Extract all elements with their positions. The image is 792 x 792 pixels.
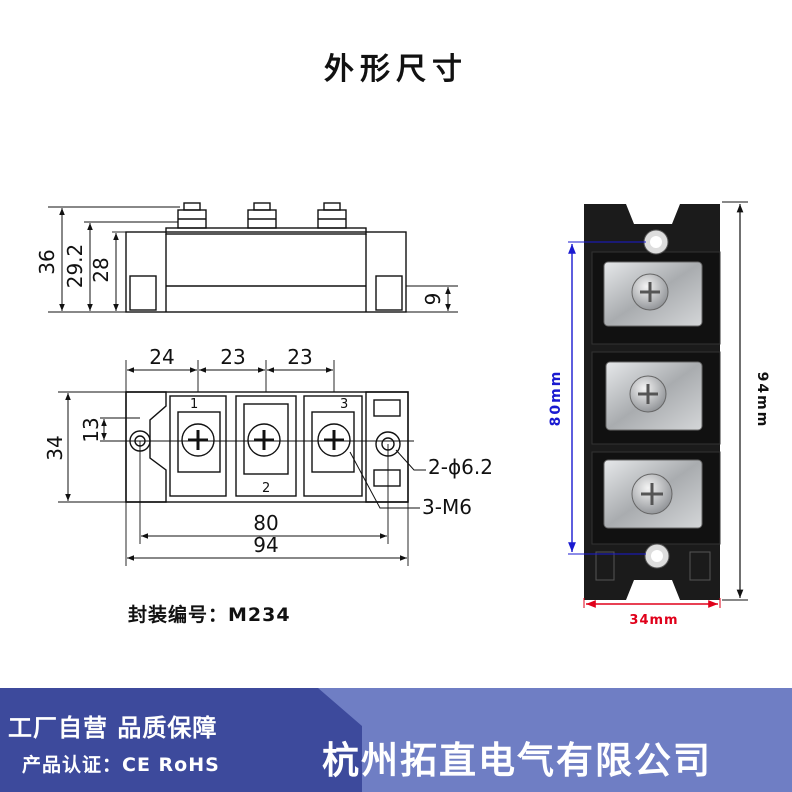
side-top-plate <box>165 227 367 235</box>
side-right-foot <box>375 275 403 311</box>
page-title: 外形尺寸 <box>324 52 468 87</box>
photo-dim-34mm: 34mm <box>629 613 678 628</box>
top-terminal-3 <box>303 395 363 497</box>
package-code: 封装编号：M234 <box>128 600 291 627</box>
dim-side-29-2: 29.2 <box>63 244 87 289</box>
dim-side-36: 36 <box>35 249 59 274</box>
side-view <box>48 202 458 313</box>
side-screw-1 <box>177 202 207 229</box>
dimension-drawing: 36 29.2 28 9 <box>35 201 770 628</box>
terminal-label-2: 2 <box>262 481 270 496</box>
module-photo <box>584 204 721 600</box>
dim-top-94: 94 <box>253 533 278 557</box>
banner-certification: 产品认证：CE RoHS <box>22 754 220 776</box>
note-screws: 3-M6 <box>422 495 472 519</box>
side-left-foot <box>129 275 157 311</box>
dim-top-24: 24 <box>149 345 174 369</box>
terminal-label-3: 3 <box>340 397 348 412</box>
photo-dim-80mm: 80mm <box>548 370 564 427</box>
top-left-ear <box>125 391 167 503</box>
dim-side-28: 28 <box>89 257 113 282</box>
photo-terminal-1 <box>603 261 703 327</box>
package-value: M234 <box>228 604 291 626</box>
dim-top-13: 13 <box>79 417 103 442</box>
photo-terminal-2 <box>605 361 703 431</box>
banner-slogan: 工厂自营 品质保障 <box>8 714 218 742</box>
side-screw-3 <box>317 202 347 229</box>
photo-terminal-3 <box>603 459 703 529</box>
dim-top-34: 34 <box>43 435 67 460</box>
top-view <box>58 360 426 566</box>
side-screw-2 <box>247 202 277 229</box>
dim-top-23-b: 23 <box>287 345 312 369</box>
dim-top-80: 80 <box>253 511 278 535</box>
top-terminal-2 <box>235 395 297 497</box>
side-body-outline <box>125 231 407 313</box>
package-label: 封装编号： <box>128 604 229 626</box>
dim-side-9: 9 <box>421 293 445 306</box>
dim-top-23-a: 23 <box>220 345 245 369</box>
terminal-label-1: 1 <box>190 397 198 412</box>
photo-dim-94mm: 94mm <box>754 372 770 429</box>
note-holes: 2-ϕ6.2 <box>428 455 493 479</box>
footer-banner <box>0 688 792 792</box>
top-terminal-1 <box>169 395 227 497</box>
banner-company-name: 杭州拓直电气有限公司 <box>322 739 712 782</box>
